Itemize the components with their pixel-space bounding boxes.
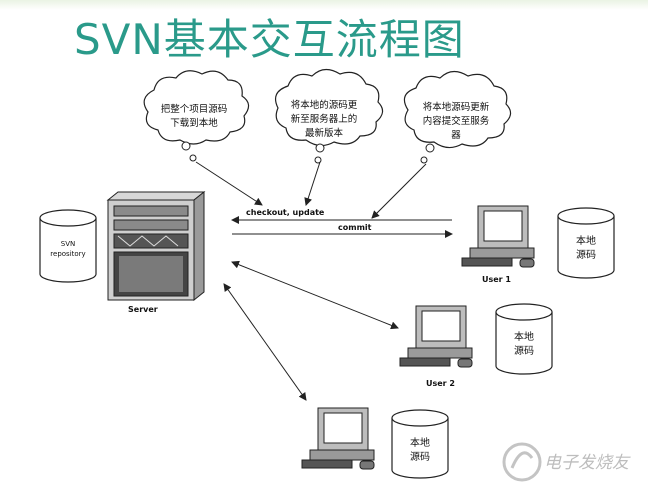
user2-label: User 2 — [426, 379, 455, 388]
slide-title: SVN基本交互流程图 — [74, 15, 465, 64]
cloud-update-line-1: 将本地的源码更 — [291, 99, 358, 111]
computer-user2: User 2 — [399, 305, 473, 388]
watermark-text: 电子发烧友 — [544, 453, 631, 473]
repository-cylinder: SVN repository — [39, 209, 97, 283]
server-label: Server — [128, 305, 158, 314]
computer-user3 — [301, 407, 375, 470]
pointer-update — [304, 161, 321, 206]
cloud-commit-line-3: 器 — [451, 130, 461, 141]
pointer-commit — [371, 163, 427, 219]
cloud-checkout-line-1: 把整个项目源码 — [161, 103, 228, 115]
local-copy-user2: 本地 源码 — [495, 303, 553, 375]
cloud-update-line-3: 最新版本 — [305, 127, 344, 139]
cloud-commit-line-1: 将本地源码更新 — [423, 101, 490, 113]
local-copy-user1: 本地 源码 — [557, 207, 615, 279]
label-checkout-update: checkout, update — [246, 208, 325, 217]
arrow-user2 — [231, 260, 399, 330]
local-copy-user3: 本地 源码 — [391, 409, 449, 479]
cloud-checkout: 把整个项目源码 下载到本地 — [143, 70, 250, 162]
local-copy-user2-line-2: 源码 — [514, 344, 534, 357]
top-decoration — [0, 0, 648, 10]
user1-label: User 1 — [482, 275, 511, 284]
cloud-commit: 将本地源码更新 内容提交至服务 器 — [403, 70, 512, 164]
local-copy-user3-line-1: 本地 — [410, 436, 430, 449]
cloud-checkout-line-2: 下载到本地 — [170, 117, 218, 129]
local-copy-user1-line-1: 本地 — [576, 234, 596, 247]
local-copy-user1-line-2: 源码 — [576, 248, 596, 261]
pointer-checkout — [195, 161, 263, 206]
cloud-update: 将本地的源码更 新至服务器上的 最新版本 — [275, 68, 384, 164]
cloud-update-line-2: 新至服务器上的 — [291, 113, 358, 125]
repository-label-2: repository — [50, 250, 85, 258]
watermark-logo: 电子发烧友 — [502, 442, 631, 482]
local-copy-user2-line-1: 本地 — [514, 330, 534, 343]
label-commit: commit — [338, 223, 372, 232]
computer-user1: User 1 — [461, 205, 535, 284]
arrow-user3 — [223, 283, 307, 401]
server-icon: Server — [106, 190, 206, 314]
local-copy-user3-line-2: 源码 — [410, 450, 430, 463]
cloud-commit-line-2: 内容提交至服务 — [423, 115, 490, 127]
repository-label-1: SVN — [61, 240, 75, 248]
